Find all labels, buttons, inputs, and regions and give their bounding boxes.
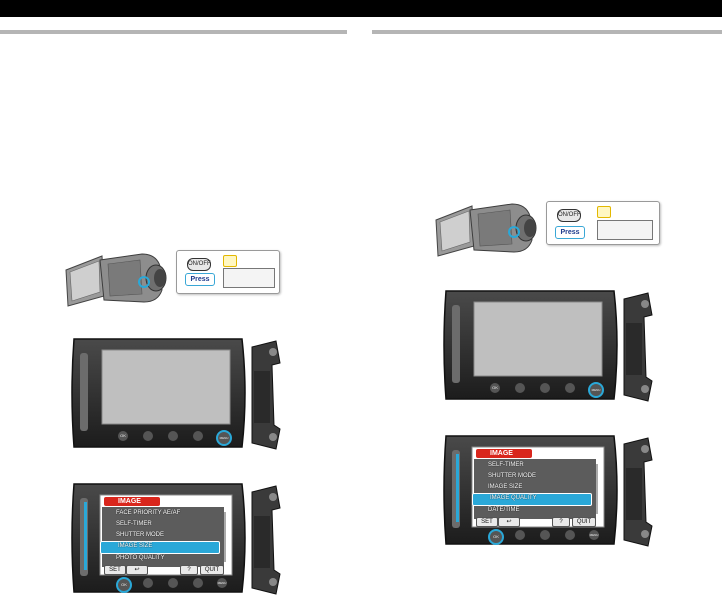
lcd-round-button-2[interactable] (168, 431, 178, 441)
button-callout-left: ON/OFF Press (176, 250, 280, 294)
menu-item-selected-highlight[interactable] (472, 493, 592, 506)
lcd-round-button-2[interactable] (540, 530, 550, 540)
set-button[interactable]: SET (476, 517, 498, 527)
menu-header: IMAGE (476, 449, 532, 458)
lcd-round-button-1[interactable] (143, 431, 153, 441)
lcd-round-button-2[interactable] (168, 578, 178, 588)
section-rule-left (0, 30, 347, 34)
back-button[interactable]: ↩ (498, 517, 520, 527)
lcd-round-button-1[interactable] (143, 578, 153, 588)
help-button[interactable]: ? (180, 565, 198, 575)
menu-item[interactable]: DATE/TIME (488, 507, 520, 513)
menu-item[interactable]: SELF-TIMER (488, 462, 524, 468)
quit-button[interactable]: QUIT (200, 565, 224, 575)
button-callout-right: ON/OFF Press (546, 201, 660, 245)
lcd-panel-blank-left: OK MENU (66, 333, 288, 453)
section-rule-right (372, 30, 722, 34)
lcd-round-button-3[interactable] (193, 431, 203, 441)
page-top-bar (0, 0, 722, 17)
set-button[interactable]: SET (104, 565, 126, 575)
camera-mode-icon (223, 255, 237, 267)
camcorder-illustration-right (434, 200, 544, 258)
menu-item-image-quality[interactable]: IMAGE QUALITY (490, 495, 537, 501)
on-off-button-graphic: ON/OFF (187, 258, 211, 271)
mode-preview-box (597, 220, 653, 240)
menu-item[interactable]: FACE PRIORITY AE/AF (116, 510, 181, 516)
press-label: Press (185, 273, 215, 286)
help-button[interactable]: ? (552, 517, 570, 527)
on-off-button-graphic: ON/OFF (557, 209, 581, 222)
menu-item[interactable]: PHOTO QUALITY (116, 555, 165, 561)
menu-button-icon[interactable]: MENU (217, 578, 227, 588)
menu-item[interactable]: SELF-TIMER (116, 521, 152, 527)
lcd-round-button-1[interactable] (515, 383, 525, 393)
menu-button-icon[interactable]: MENU (589, 530, 599, 540)
lcd-panel-menu-left: IMAGE FACE PRIORITY AE/AF SELF-TIMER SHU… (66, 478, 288, 598)
camera-mode-icon (597, 206, 611, 218)
lcd-panel-blank-right: OK MENU (438, 285, 660, 405)
mode-preview-box (223, 268, 275, 288)
ok-button-icon[interactable]: OK (116, 577, 132, 593)
ok-button-icon[interactable]: OK (490, 383, 500, 393)
menu-item[interactable]: SHUTTER MODE (488, 473, 536, 479)
menu-item[interactable]: SHUTTER MODE (116, 532, 164, 538)
menu-header: IMAGE (104, 497, 160, 506)
press-label: Press (555, 226, 585, 239)
lcd-round-button-3[interactable] (565, 530, 575, 540)
ok-button-icon[interactable]: OK (488, 529, 504, 545)
lcd-round-button-3[interactable] (193, 578, 203, 588)
lcd-round-button-1[interactable] (515, 530, 525, 540)
ok-button-icon[interactable]: OK (118, 431, 128, 441)
back-button[interactable]: ↩ (126, 565, 148, 575)
menu-item[interactable]: IMAGE SIZE (488, 484, 523, 490)
camcorder-illustration-left (64, 250, 174, 308)
lcd-panel-menu-right: IMAGE SELF-TIMER SHUTTER MODE IMAGE SIZE… (438, 430, 660, 550)
menu-item-selected-highlight[interactable] (100, 541, 220, 554)
lcd-round-button-3[interactable] (565, 383, 575, 393)
lcd-round-button-2[interactable] (540, 383, 550, 393)
menu-button-icon[interactable]: MENU (216, 430, 232, 446)
quit-button[interactable]: QUIT (572, 517, 596, 527)
menu-item-image-size[interactable]: IMAGE SIZE (118, 543, 153, 549)
menu-button-icon[interactable]: MENU (588, 382, 604, 398)
